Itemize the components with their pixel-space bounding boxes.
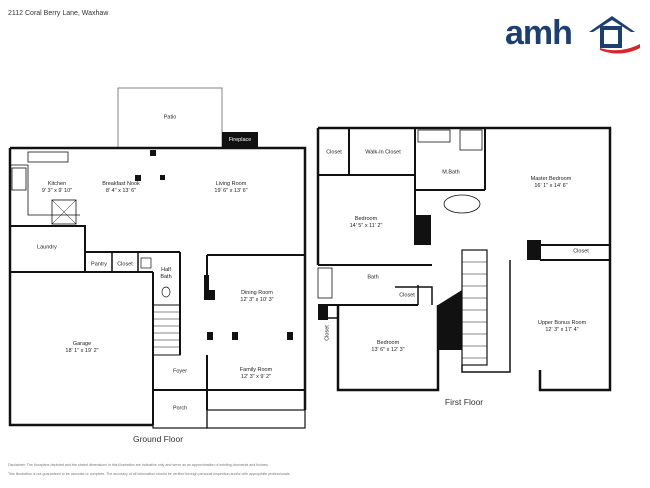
- room-name: Upper Bonus Room: [537, 320, 587, 326]
- room-name: Laundry: [37, 244, 57, 251]
- room-patio: Patio: [164, 115, 177, 122]
- room-name: Breakfast Nook: [102, 181, 140, 187]
- room-name: Kitchen: [47, 181, 67, 187]
- room-dims: 8' 4" x 13' 6": [105, 188, 137, 194]
- room-bath: Bath: [367, 275, 378, 282]
- room-name: Family Room: [239, 367, 273, 373]
- room-name: Bath: [367, 274, 379, 281]
- room-name: Bedroom: [376, 340, 400, 346]
- room-family-room: Family Room 12' 3" x 9' 2": [240, 367, 272, 381]
- amh-logo[interactable]: amh: [505, 10, 640, 54]
- room-closet-top-left: Closet: [326, 150, 342, 157]
- house-roof-icon: [589, 16, 640, 54]
- room-name: Foyer: [172, 368, 188, 375]
- room-name: Walk-In Closet: [365, 149, 401, 156]
- room-upper-bonus-room: Upper Bonus Room 12' 3" x 17' 4": [538, 320, 586, 334]
- disclaimer-line-1: Disclaimer: The floorplans depicted and …: [8, 463, 269, 467]
- room-name: Dining Room: [241, 290, 273, 296]
- room-name: Living Room: [215, 181, 247, 187]
- room-dims: 19' 6" x 13' 6": [214, 188, 248, 194]
- room-closet-vertical: Closet: [325, 325, 332, 341]
- room-dims: 9' 3" x 9' 10": [41, 188, 73, 194]
- room-dining-room: Dining Room 12' 3" x 10' 3": [240, 290, 273, 304]
- room-dims: 12' 3" x 17' 4": [545, 327, 579, 333]
- room-bedroom-lower: Bedroom 13' 6" x 12' 3": [371, 340, 404, 354]
- room-name: Patio: [163, 114, 177, 121]
- room-name: Garage: [72, 341, 92, 347]
- room-laundry: Laundry: [37, 245, 57, 252]
- room-closet-master: Closet: [573, 249, 589, 256]
- room-name: M.Bath: [442, 169, 460, 176]
- room-bedroom-upper: Bedroom 14' 5" x 11' 2": [350, 216, 383, 230]
- room-dims: 18' 1" x 19' 2": [65, 348, 99, 354]
- disclaimer-line-2: This illustration is not guaranteed to b…: [8, 472, 291, 476]
- room-name: Pantry: [91, 261, 107, 268]
- room-dims: 13' 6" x 12' 3": [371, 347, 405, 353]
- ground-floor-label: Ground Floor: [132, 434, 184, 444]
- room-foyer: Foyer: [173, 369, 187, 376]
- room-dims: 12' 3" x 9' 2": [240, 374, 272, 380]
- room-name: Half Bath: [160, 267, 172, 280]
- room-walk-in-closet: Walk-In Closet: [365, 150, 401, 157]
- room-name: Closet: [326, 149, 342, 156]
- room-living-room: Living Room 19' 6" x 13' 6": [214, 181, 247, 195]
- room-name: Porch: [172, 405, 188, 412]
- room-porch: Porch: [173, 406, 187, 413]
- room-name: Bedroom: [354, 216, 378, 222]
- room-dims: 14' 5" x 11' 2": [349, 223, 383, 229]
- room-garage: Garage 18' 1" x 19' 2": [65, 341, 98, 355]
- room-pantry: Pantry: [91, 262, 107, 269]
- room-half-bath: Half Bath: [158, 267, 174, 281]
- first-floor-label: First Floor: [444, 397, 484, 407]
- room-name: Closet: [117, 261, 133, 268]
- fireplace: Fireplace: [222, 134, 258, 147]
- room-closet: Closet: [117, 262, 133, 269]
- room-master-bedroom: Master Bedroom 16' 1" x 14' 6": [531, 176, 572, 190]
- property-address: 2112 Coral Berry Lane, Waxhaw: [8, 10, 109, 17]
- room-master-bath: M.Bath: [442, 170, 459, 177]
- room-dims: 12' 3" x 10' 3": [240, 297, 274, 303]
- room-name: Closet: [399, 292, 415, 299]
- logo-text: amh: [505, 14, 573, 52]
- room-name: Master Bedroom: [530, 176, 572, 182]
- room-name: Closet: [324, 325, 331, 341]
- room-dims: 16' 1" x 14' 6": [534, 183, 568, 189]
- room-closet-hall: Closet: [399, 293, 415, 300]
- room-breakfast-nook: Breakfast Nook 8' 4" x 13' 6": [102, 181, 140, 195]
- room-kitchen: Kitchen 9' 3" x 9' 10": [42, 181, 72, 195]
- room-name: Closet: [573, 248, 589, 255]
